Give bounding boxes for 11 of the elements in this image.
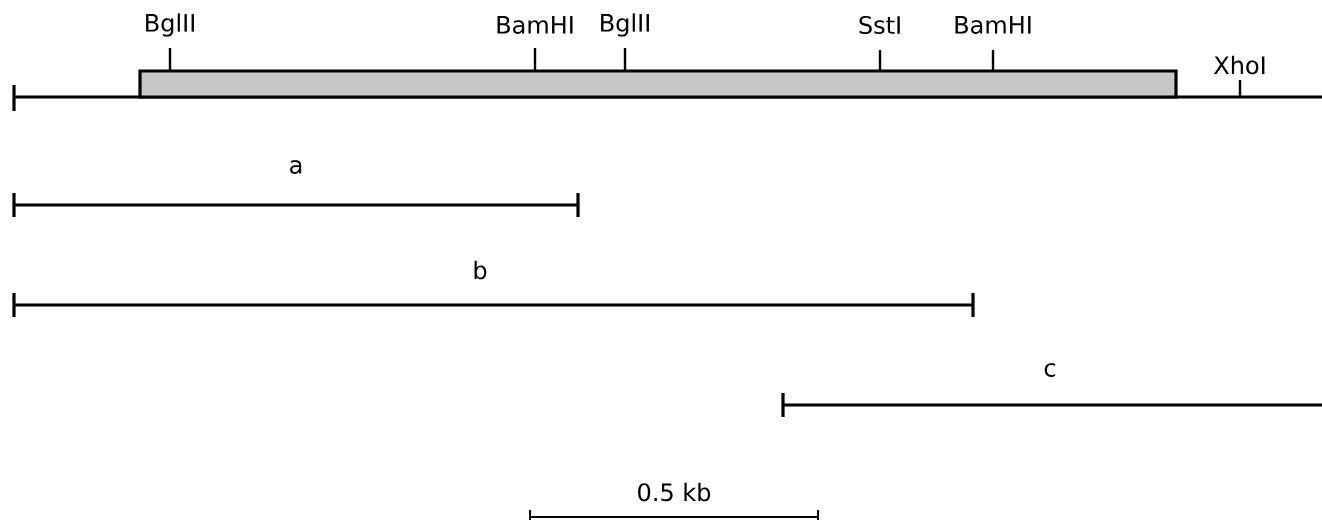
gene-box: [138, 69, 1178, 99]
site-label: BamHI: [497, 16, 573, 34]
fragment-label: a: [290, 160, 302, 174]
site-label: XhoI: [1214, 55, 1265, 75]
site-label: BglII: [601, 13, 649, 37]
site-label: BglII: [146, 13, 194, 37]
fragment-label: c: [1044, 363, 1056, 377]
site-label: SstI: [859, 15, 900, 35]
scale-label: 0.5 kb: [638, 482, 711, 502]
fragment-label: b: [474, 260, 487, 280]
site-label: BamHI: [955, 16, 1031, 34]
